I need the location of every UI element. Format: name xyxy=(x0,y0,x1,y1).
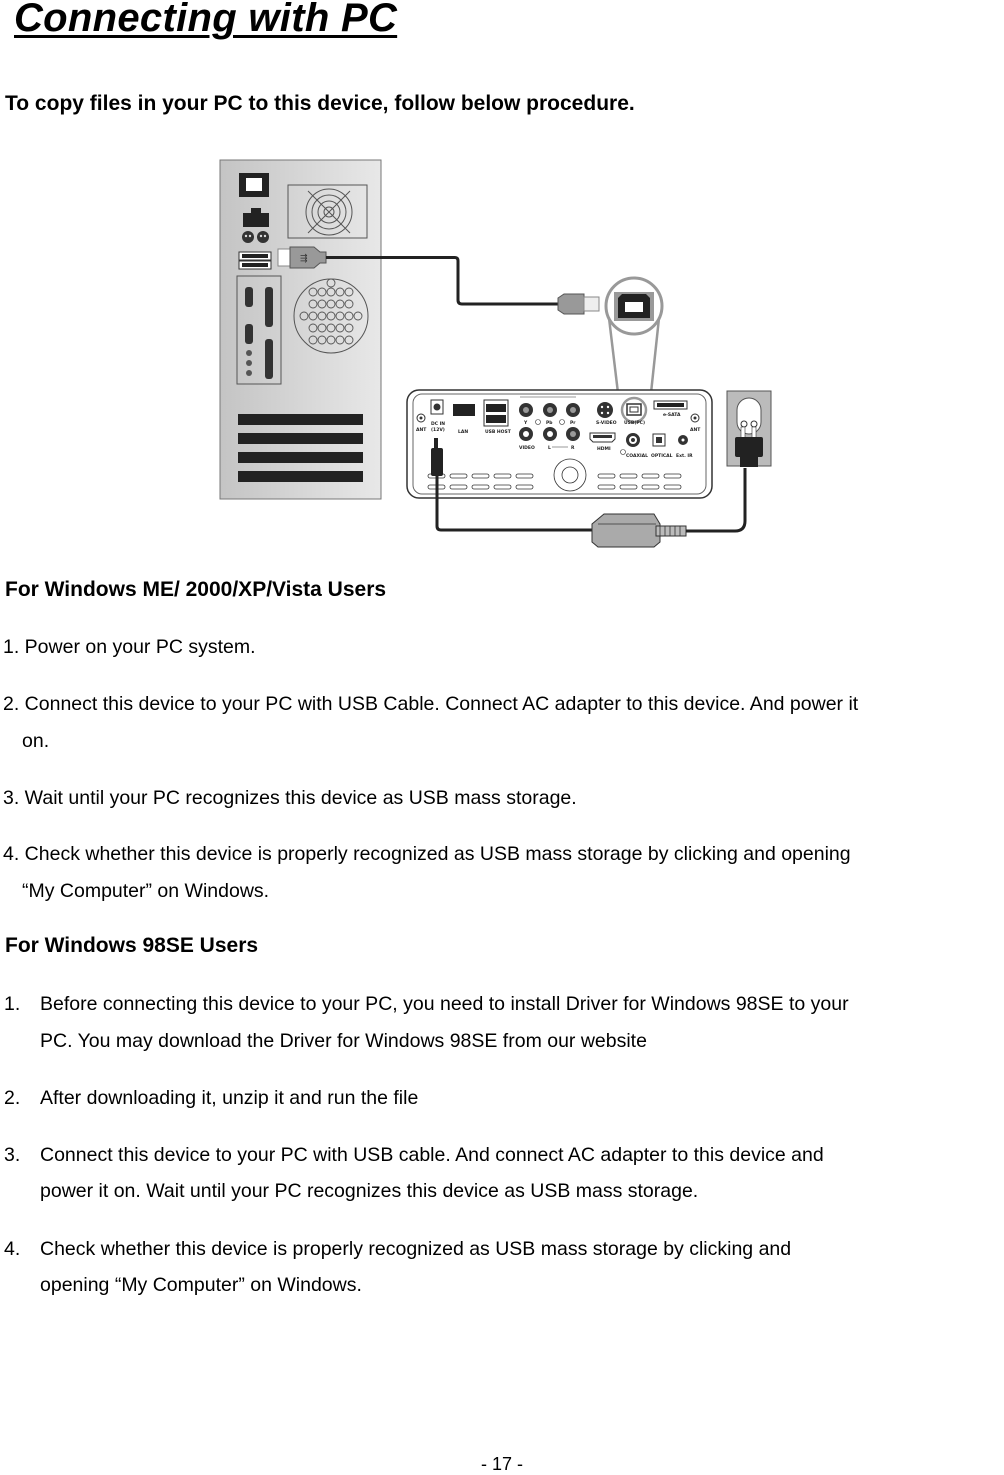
svg-text:DC IN: DC IN xyxy=(431,421,445,427)
svg-text:e-SATA: e-SATA xyxy=(663,412,681,418)
list-number: 2. xyxy=(4,1087,21,1109)
svg-text:ANT: ANT xyxy=(690,427,701,433)
list-item-continuation: “My Computer” on Windows. xyxy=(22,880,270,902)
section-heading-windows-me-xp-vista: For Windows ME/ 2000/XP/Vista Users xyxy=(5,578,387,601)
svg-text:R: R xyxy=(571,445,575,451)
list-item-continuation: opening “My Computer” on Windows. xyxy=(40,1274,362,1296)
usb-port-callout xyxy=(604,276,664,394)
pc-connection-diagram: ⇶ ANT DC IN (12V) LAN USB HOST xyxy=(219,159,772,548)
svg-text:COAXIAL: COAXIAL xyxy=(626,453,648,459)
list-item: 3. Wait until your PC recognizes this de… xyxy=(3,787,577,809)
svg-text:HDMI: HDMI xyxy=(597,446,611,452)
section-heading-windows-98se: For Windows 98SE Users xyxy=(5,934,259,957)
list-number: 4. xyxy=(4,1238,21,1260)
list-item: Connect this device to your PC with USB … xyxy=(40,1144,824,1166)
svg-text:Ext. IR: Ext. IR xyxy=(676,453,693,459)
ac-adapter xyxy=(431,438,747,548)
svg-text:(12V): (12V) xyxy=(431,427,445,433)
page-title: Connecting with PC xyxy=(14,0,398,40)
list-item: 2. Connect this device to your PC with U… xyxy=(3,693,859,715)
list-item-continuation: power it on. Wait until your PC recogniz… xyxy=(40,1180,699,1202)
svg-text:ANT: ANT xyxy=(416,427,427,433)
list-number: 3. xyxy=(4,1144,21,1166)
list-item: Before connecting this device to your PC… xyxy=(40,993,849,1015)
svg-text:USB HOST: USB HOST xyxy=(485,429,512,435)
svg-text:Y: Y xyxy=(523,420,528,426)
list-item: 1. Power on your PC system. xyxy=(3,636,256,658)
list-item: After downloading it, unzip it and run t… xyxy=(40,1087,419,1109)
list-item: Check whether this device is properly re… xyxy=(40,1238,792,1260)
svg-text:USB(PC): USB(PC) xyxy=(624,420,645,426)
intro-text: To copy files in your PC to this device,… xyxy=(5,92,635,115)
list-item-continuation: PC. You may download the Driver for Wind… xyxy=(40,1030,647,1052)
list-number: 1. xyxy=(4,993,21,1015)
usb-cable: ⇶ xyxy=(277,246,600,315)
list-item-continuation: on. xyxy=(22,730,50,752)
page-number: - 17 - xyxy=(480,1454,523,1474)
svg-text:OPTICAL: OPTICAL xyxy=(651,453,673,459)
svg-text:LAN: LAN xyxy=(458,429,468,435)
pc-tower xyxy=(219,159,382,500)
svg-text:L: L xyxy=(548,445,551,451)
media-player-rear-panel: ANT DC IN (12V) LAN USB HOST Y Pb Pr VID… xyxy=(406,389,713,499)
svg-text:S-VIDEO: S-VIDEO xyxy=(596,420,617,426)
svg-text:⇶: ⇶ xyxy=(300,253,308,264)
svg-text:VIDEO: VIDEO xyxy=(519,445,535,451)
svg-text:Pr: Pr xyxy=(570,420,576,426)
wall-outlet xyxy=(726,390,772,467)
svg-text:Pb: Pb xyxy=(546,420,553,426)
list-item: 4. Check whether this device is properly… xyxy=(3,843,851,865)
